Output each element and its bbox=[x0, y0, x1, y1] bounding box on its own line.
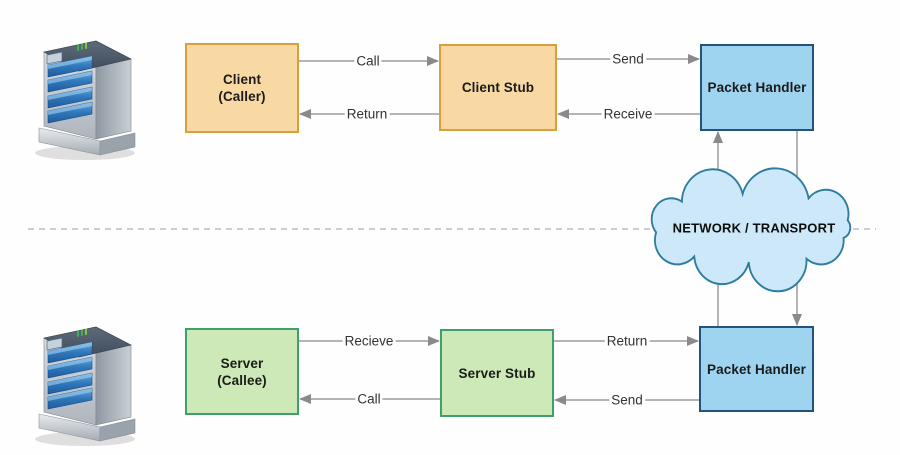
node-packet-handler-top-label: Packet Handler bbox=[707, 80, 807, 95]
edge-label-return-bottom: Return bbox=[604, 333, 650, 349]
node-server-stub-label: Server Stub bbox=[458, 365, 536, 381]
network-cloud-label: NETWORK / TRANSPORT bbox=[672, 220, 836, 236]
node-packet-handler-bottom-label: Packet Handler bbox=[707, 361, 806, 377]
server-tower-icon bbox=[34, 326, 136, 447]
edge-label-return-top: Return bbox=[344, 106, 390, 122]
node-server-stub: Server Stub bbox=[440, 329, 554, 417]
edge-label-recieve-bottom: Recieve bbox=[342, 333, 396, 349]
node-client-stub-label: Client Stub bbox=[461, 80, 535, 95]
node-client-subtitle: (Caller) bbox=[218, 89, 266, 104]
edge-label-call-top: Call bbox=[354, 53, 382, 69]
server-tower-icon bbox=[34, 40, 136, 161]
edge-label-receive-top: Receive bbox=[601, 106, 655, 122]
node-client-title: Client bbox=[222, 72, 262, 87]
edge-label-send-top: Send bbox=[610, 51, 646, 67]
network-cloud-shape bbox=[650, 167, 852, 293]
node-packet-handler-top: Packet Handler bbox=[700, 44, 814, 131]
edge-label-send-bottom: Send bbox=[609, 392, 645, 408]
node-server-title: Server bbox=[220, 355, 264, 371]
node-client-stub: Client Stub bbox=[439, 44, 557, 131]
edge-label-call-bottom: Call bbox=[355, 391, 383, 407]
node-server: Server (Callee) bbox=[185, 328, 299, 415]
node-server-subtitle: (Callee) bbox=[217, 372, 267, 388]
node-packet-handler-bottom: Packet Handler bbox=[699, 326, 814, 412]
node-client: Client (Caller) bbox=[185, 43, 299, 133]
